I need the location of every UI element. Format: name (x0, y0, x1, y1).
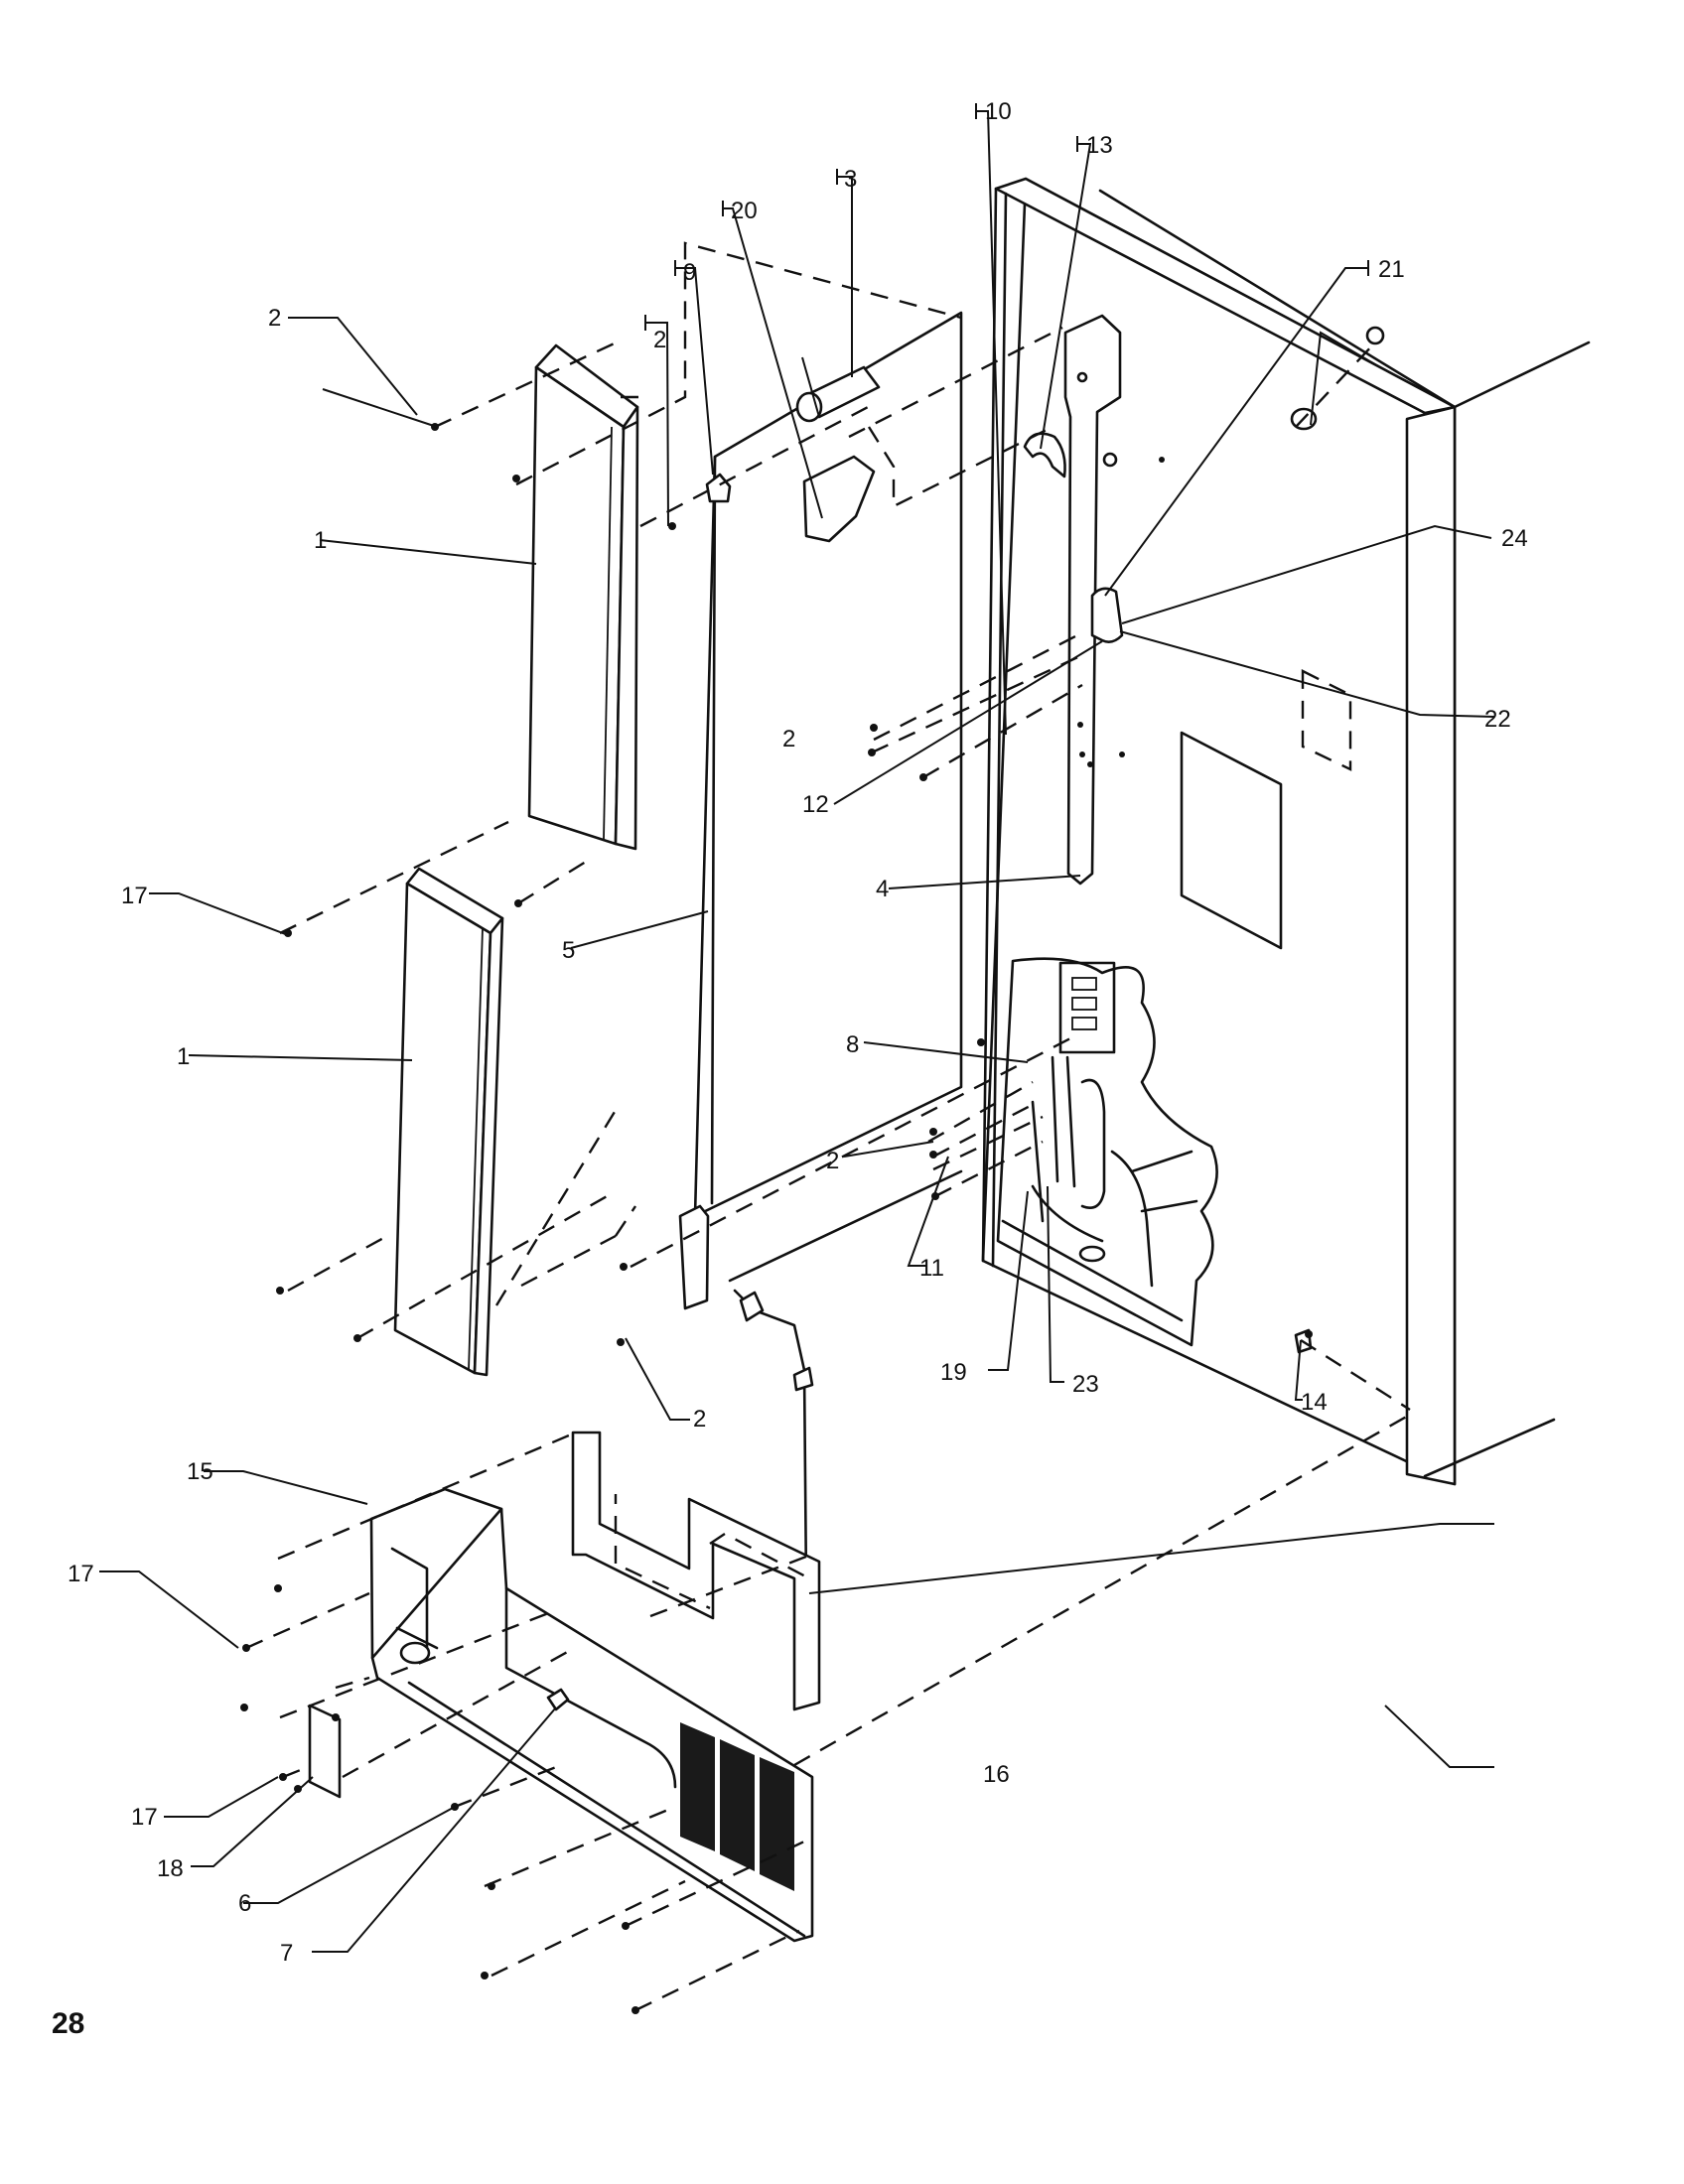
bottom-panel-part-16 (571, 1431, 821, 1711)
callout-6: 6 (238, 1890, 251, 1917)
wire-harness (733, 1289, 814, 1590)
cabinet-cutaway-view (996, 957, 1218, 1347)
leader-lines (99, 103, 1495, 1953)
assembly-guide-lines (245, 241, 1411, 2012)
callout-2-top-left: 2 (268, 305, 281, 332)
panel-part-1-lower (393, 867, 504, 1377)
callout-11: 11 (919, 1255, 944, 1282)
callout-13: 13 (1086, 132, 1113, 159)
callout-2-lower-center: 2 (693, 1406, 706, 1433)
callout-24: 24 (1501, 525, 1528, 552)
callout-5: 5 (562, 937, 575, 964)
callout-16: 16 (983, 1761, 1010, 1788)
callout-17-upper: 17 (121, 883, 148, 909)
callout-21: 21 (1378, 256, 1405, 283)
grille-plate (308, 1487, 814, 1943)
callout-17-lower: 17 (131, 1804, 158, 1831)
callout-9: 9 (683, 259, 696, 286)
panel-part-5-center (678, 311, 963, 1310)
grille-mesh (680, 1722, 794, 1891)
callout-3: 3 (844, 166, 857, 193)
page-mark-number: 28 (52, 2007, 84, 2040)
callout-20: 20 (731, 198, 758, 224)
callout-17-middle: 17 (68, 1561, 94, 1587)
callout-23: 23 (1072, 1371, 1099, 1398)
page-mark: 28 (52, 2007, 84, 2040)
callout-1-upper: 1 (314, 527, 327, 554)
callout-22: 22 (1484, 706, 1511, 733)
callout-18: 18 (157, 1855, 184, 1882)
callout-12: 12 (802, 791, 829, 818)
callout-8: 8 (846, 1031, 859, 1058)
callout-15: 15 (187, 1458, 213, 1485)
callout-2-middle: 2 (782, 726, 795, 752)
connector-parts-3-20 (795, 365, 881, 543)
callout-1-lower: 1 (177, 1043, 190, 1070)
callout-2-lower-right: 2 (826, 1148, 839, 1174)
callout-19: 19 (940, 1359, 967, 1386)
callout-10: 10 (985, 98, 1012, 125)
bracket-parts-13-21-22 (1023, 326, 1385, 643)
panel-part-1-upper (527, 343, 639, 851)
callout-4: 4 (876, 876, 889, 902)
screws (240, 423, 1313, 2014)
callout-2-top-center: 2 (653, 327, 666, 353)
callout-14: 14 (1301, 1389, 1328, 1416)
callout-7: 7 (280, 1940, 293, 1967)
callout-labels: 1 1 2 2 2 2 2 3 4 5 6 7 8 9 10 11 12 13 … (68, 98, 1528, 1967)
